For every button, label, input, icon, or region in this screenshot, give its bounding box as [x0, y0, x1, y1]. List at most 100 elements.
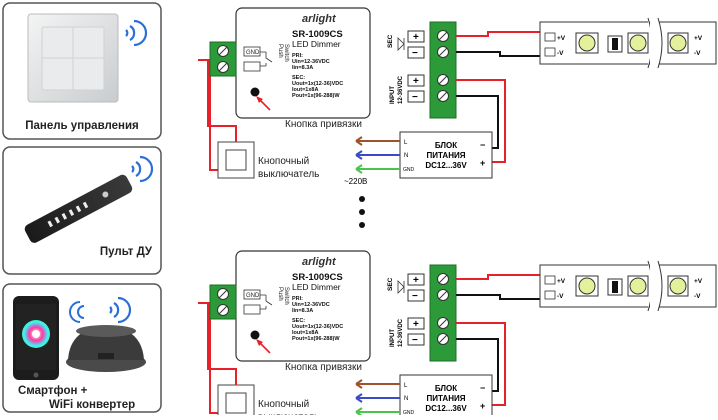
terminal-plus: +: [413, 319, 419, 330]
gnd-label: GND: [246, 50, 260, 56]
remote-label: Пульт ДУ: [100, 246, 153, 258]
terminal-minus: −: [412, 48, 418, 59]
push-terminal-block: [209, 41, 237, 77]
sec-line: Pout=1x(96-288)W: [292, 336, 340, 342]
sec-line: Iout=1x8A: [292, 330, 318, 336]
input-label-2: 12-36VDC: [398, 318, 404, 347]
strip-plus: +V: [557, 278, 566, 285]
terminal-minus: −: [412, 335, 418, 346]
input-label: INPUT: [390, 86, 396, 104]
chip-icon: [607, 35, 623, 53]
psu-line2: ПИТАНИЯ: [427, 151, 466, 160]
psu-line1: БЛОК: [435, 384, 457, 393]
led-icon: [627, 32, 649, 54]
push-terminal-block: [209, 284, 237, 320]
circuit-bottom: Кнопочный выключатель GND Push Switch ar…: [198, 250, 717, 420]
input-label: INPUT: [390, 329, 396, 347]
smartphone-image: [13, 296, 59, 380]
remote-panel: Пульт ДУ: [2, 146, 162, 275]
sec-label: SEC: [387, 34, 394, 48]
push-switch-label-2: Switch: [283, 287, 289, 305]
pri-line: Iin=8.3A: [292, 308, 313, 314]
sec-line: SEC:: [292, 75, 305, 81]
smartphone-label-2: WiFi конвертер: [49, 399, 135, 411]
sec-label: SEC: [387, 277, 394, 291]
brand-logo: arlight: [302, 13, 337, 25]
pri-line: PRI:: [292, 296, 303, 302]
pri-line: PRI:: [292, 53, 303, 59]
output-terminal-block: [429, 21, 457, 119]
psu-line3: DC12...36V: [425, 404, 467, 413]
bind-button: [250, 87, 260, 97]
sec-line: Pout=1x(96-288)W: [292, 93, 340, 99]
psu-gnd: GND: [403, 410, 415, 415]
terminal-minus: −: [412, 291, 418, 302]
push-button-label-1: Кнопочный: [258, 156, 309, 167]
psu-gnd: GND: [403, 167, 415, 173]
smartphone-label-1: Смартфон +: [18, 385, 88, 397]
strip-minus: -V: [694, 293, 701, 300]
psu-line1: БЛОК: [435, 141, 457, 150]
remote-image: [24, 174, 133, 243]
controller-panel: Панель управления: [2, 2, 162, 140]
smartphone-panel: Смартфон + WiFi конвертер: [2, 283, 162, 413]
input-label-2: 12-36VDC: [398, 75, 404, 104]
dimmer-subtitle: LED Dimmer: [292, 39, 341, 49]
psu-n: N: [404, 153, 408, 159]
push-button-label-2: выключатель: [258, 169, 319, 180]
pri-line: Uin=12-36VDC: [292, 302, 330, 308]
power-supply: [399, 374, 493, 420]
push-switch-label-2: Switch: [283, 44, 289, 62]
power-supply: [399, 131, 493, 179]
strip-plus: +V: [694, 35, 703, 42]
dimmer-subtitle: LED Dimmer: [292, 282, 341, 292]
sec-line: Uout=1x(12-36)VDC: [292, 81, 343, 87]
wifi-icon: [131, 155, 154, 183]
chip-icon: [607, 278, 623, 296]
wifi-icon: [125, 19, 148, 47]
psu-line2: ПИТАНИЯ: [427, 394, 466, 403]
led-strip: +V -V +V -V: [539, 260, 717, 312]
psu-plus: +: [480, 158, 485, 168]
psu-l: L: [404, 383, 408, 389]
strip-plus: +V: [694, 278, 703, 285]
psu-minus: −: [480, 140, 485, 150]
psu-n: N: [404, 396, 408, 402]
brand-logo: arlight: [302, 256, 337, 268]
pri-line: Iin=8.3A: [292, 65, 313, 71]
continuation-dots: [359, 196, 365, 228]
sec-line: Uout=1x(12-36)VDC: [292, 324, 343, 330]
strip-plus: +V: [557, 35, 566, 42]
terminal-plus: +: [413, 275, 419, 286]
diode-icon: [397, 37, 405, 51]
strip-minus: -V: [694, 50, 701, 57]
dimmer-model: SR-1009CS: [292, 272, 343, 283]
psu-line3: DC12...36V: [425, 161, 467, 170]
led-icon: [667, 32, 689, 54]
wifi-icon: [109, 296, 132, 324]
psu-l: L: [404, 140, 408, 146]
terminal-minus: −: [412, 92, 418, 103]
led-icon: [667, 275, 689, 297]
wifi-converter-image: [66, 325, 146, 372]
sec-line: SEC:: [292, 318, 305, 324]
circuit-bottom-inner: Кнопочный выключатель GND Push Switch ar…: [198, 250, 717, 420]
dimmer-model: SR-1009CS: [292, 29, 343, 40]
led-strip: +V -V +V -V: [539, 17, 717, 69]
pri-line: Uin=12-36VDC: [292, 59, 330, 65]
bind-button-label: Кнопка привязки: [285, 362, 362, 373]
bind-button: [250, 330, 260, 340]
wifi-icon: [69, 301, 85, 323]
strip-minus: -V: [557, 50, 564, 57]
led-icon: [627, 275, 649, 297]
push-switch-label: Push: [277, 44, 283, 58]
psu-plus: +: [480, 401, 485, 411]
psu-minus: −: [480, 383, 485, 393]
strip-minus: -V: [557, 293, 564, 300]
diode-icon: [397, 280, 405, 294]
sec-line: Iout=1x8A: [292, 87, 318, 93]
terminal-plus: +: [413, 76, 419, 87]
push-button-label-1: Кнопочный: [258, 399, 309, 410]
gnd-label: GND: [246, 293, 260, 299]
